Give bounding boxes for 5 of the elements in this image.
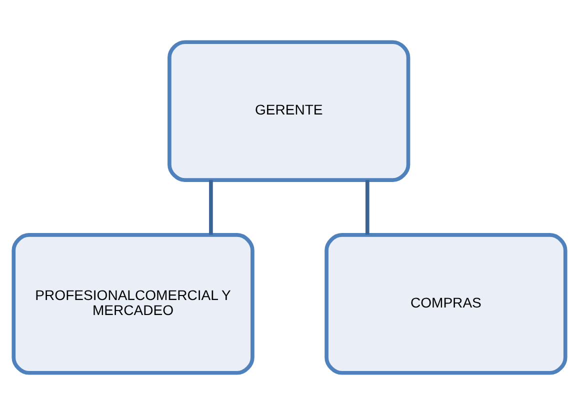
- node-box: PROFESIONALCOMERCIAL Y MERCADEO: [12, 232, 254, 374]
- node-box: GERENTE: [168, 40, 410, 182]
- node-box: COMPRAS: [324, 232, 568, 374]
- connector: [209, 180, 213, 234]
- connector: [365, 180, 370, 234]
